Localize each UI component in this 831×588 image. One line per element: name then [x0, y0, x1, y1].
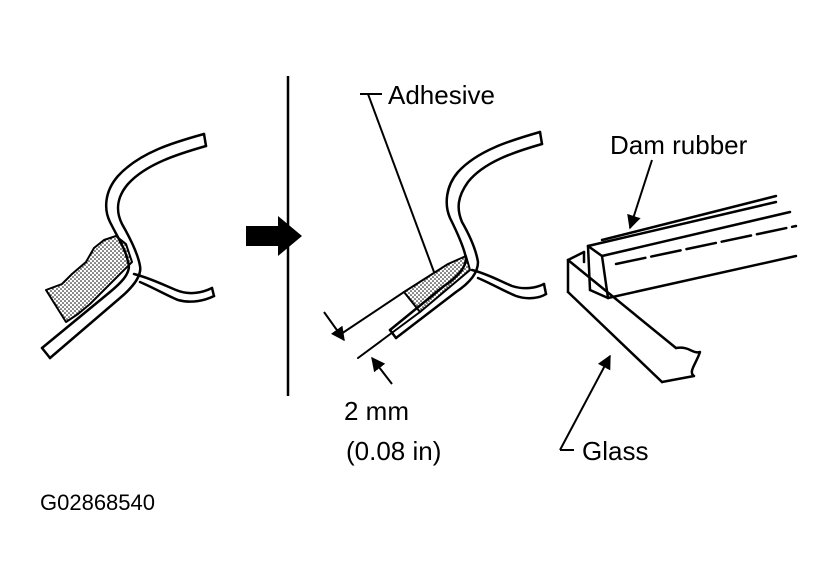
thickness-in-label: (0.08 in) [346, 436, 441, 466]
process-arrow [246, 216, 302, 256]
dam-rubber-front-face [600, 210, 792, 258]
glass-front-bottom [566, 290, 664, 384]
cut-line-upper [337, 291, 405, 337]
glass-edge-top [566, 250, 586, 262]
glass-front-top [566, 258, 678, 350]
body-panel-outer [388, 130, 542, 332]
adhesive-label: Adhesive [388, 80, 495, 110]
cut-line-lower [357, 311, 421, 359]
lower-flange-outer [132, 272, 214, 295]
glass-label: Glass [582, 436, 648, 466]
before-panel [40, 132, 216, 360]
lower-flange-outer [470, 268, 546, 290]
dam-rubber-top-back [600, 194, 778, 242]
body-panel-inner [394, 142, 544, 340]
thickness-dimension [323, 311, 393, 385]
body-panel-inner [48, 144, 208, 360]
dam-rubber-leader [627, 159, 653, 230]
lower-flange-inner [476, 276, 548, 300]
thickness-mm-label: 2 mm [344, 396, 409, 426]
glass-break [660, 346, 702, 384]
lower-flange-inner [138, 280, 216, 303]
figure-code: G02868540 [40, 490, 155, 515]
after-panel [337, 130, 548, 359]
dam-rubber-inner-line [614, 224, 798, 266]
body-panel-outer [40, 132, 206, 350]
dam-rubber-top-face [586, 200, 778, 248]
dam-rubber-bottom [606, 254, 798, 300]
glass-leader [559, 354, 611, 451]
remaining-adhesive [403, 255, 471, 313]
dam-rubber-label: Dam rubber [610, 130, 748, 160]
glass-dam-panel [566, 194, 798, 384]
adhesive-leader [360, 93, 435, 273]
old-adhesive-remnant [45, 235, 133, 323]
